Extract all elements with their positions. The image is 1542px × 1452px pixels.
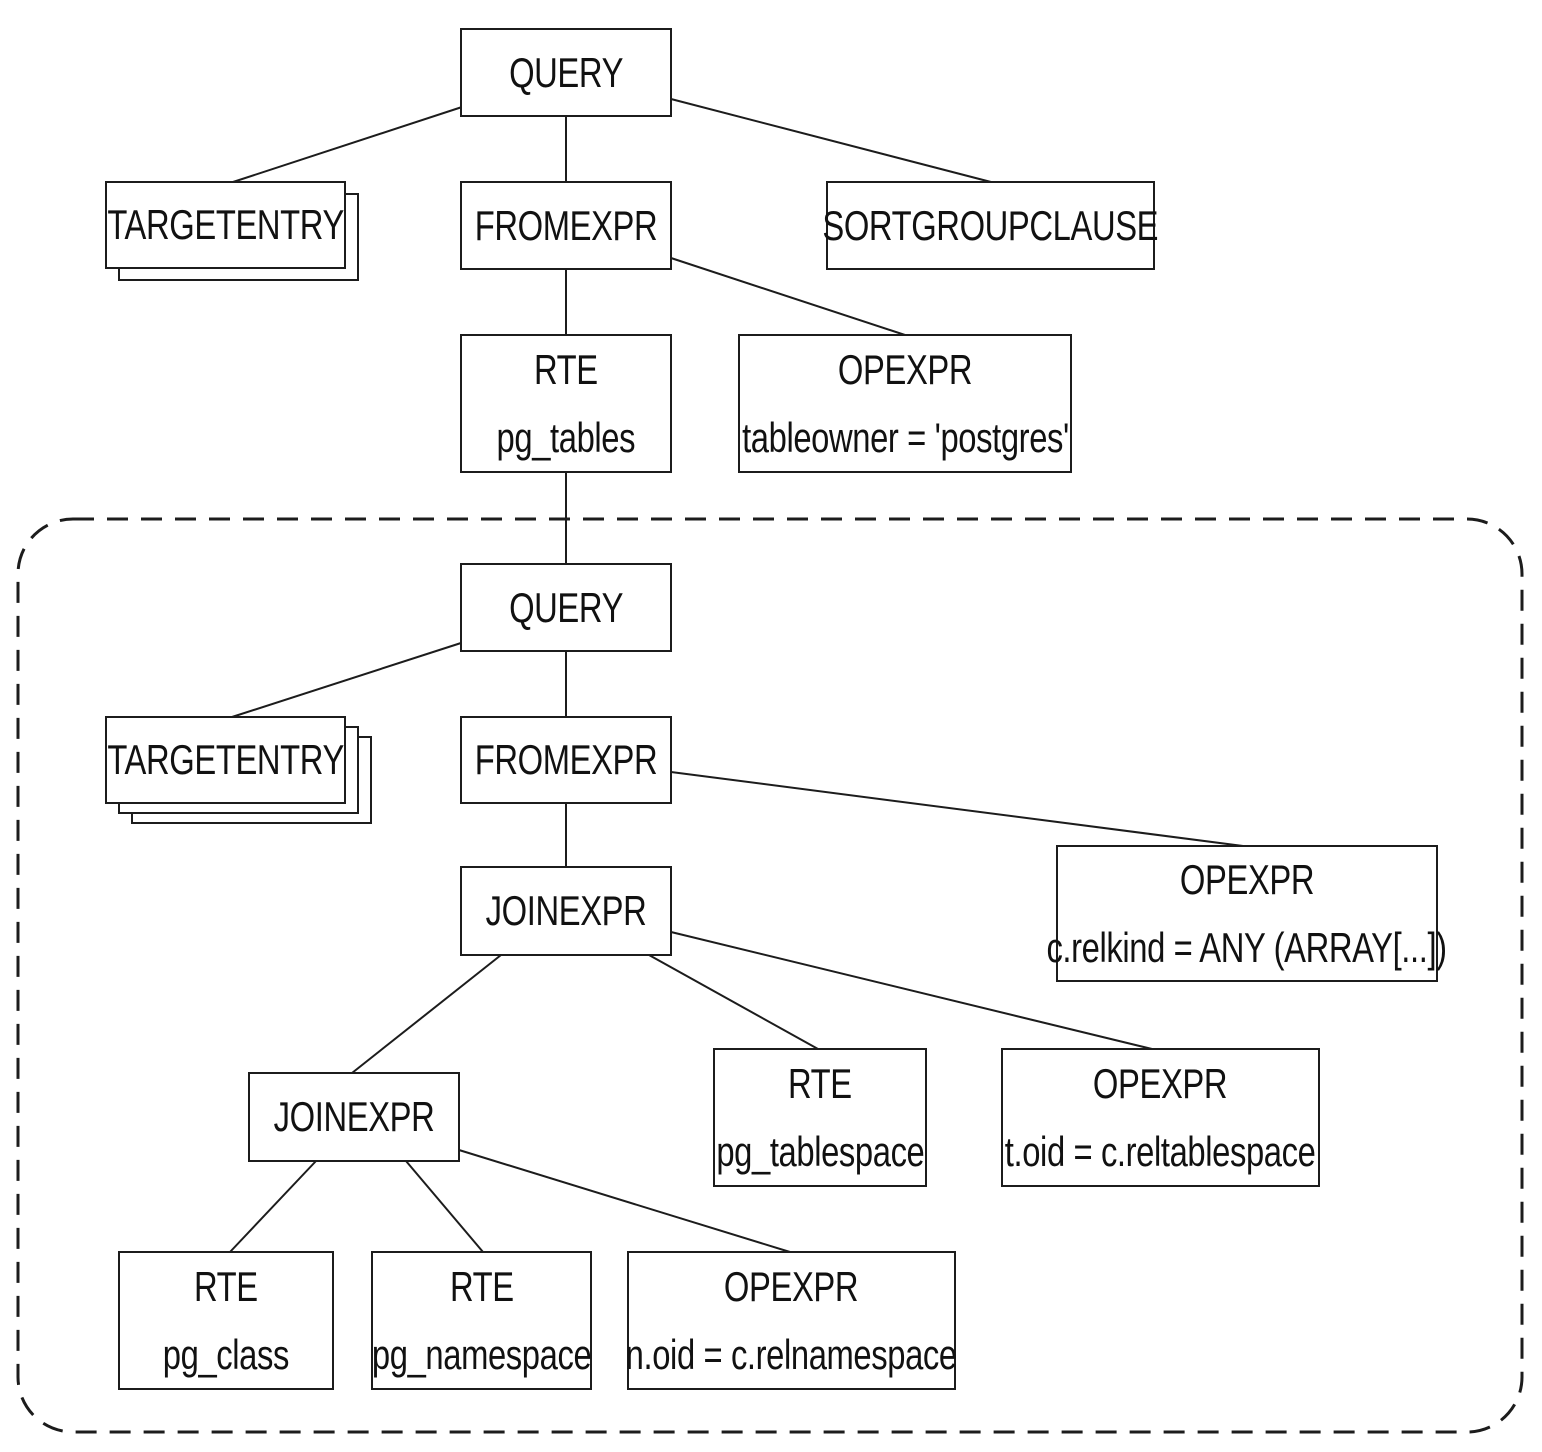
node-fromexpr-inner: FROMEXPR (460, 716, 672, 804)
node-label: RTE (788, 1059, 852, 1107)
edge-joinexpr-opexpr-relnamespace (458, 1149, 791, 1253)
edge-joinexpr-rte-pg-namespace (405, 1160, 484, 1253)
node-query-inner: QUERY (460, 563, 672, 652)
node-joinexpr-outer: JOINEXPR (460, 866, 672, 956)
edge-inner-fromexpr-opexpr-relkind (670, 771, 1244, 847)
node-targetentry-inner: TARGETENTRY (105, 716, 346, 804)
node-opexpr-tableowner: OPEXPR tableowner = 'postgres' (738, 334, 1072, 473)
node-label: TARGETENTRY (107, 201, 344, 248)
edge-joinexpr-opexpr-reltablespace (670, 931, 1153, 1050)
node-query-outer: QUERY (460, 28, 672, 117)
node-label: QUERY (509, 48, 623, 96)
node-sublabel: c.relkind = ANY (ARRAY[...]) (1046, 923, 1448, 971)
edge-group (229, 98, 1244, 1253)
node-opexpr-relkind: OPEXPR c.relkind = ANY (ARRAY[...]) (1047, 845, 1448, 982)
node-label: JOINEXPR (485, 887, 647, 934)
node-rte-pg-namespace: RTE pg_namespace (371, 1251, 592, 1390)
node-joinexpr-inner: JOINEXPR (248, 1072, 460, 1162)
node-opexpr-relnamespace: OPEXPR n.oid = c.relnamespace (625, 1251, 958, 1390)
node-label: OPEXPR (1093, 1059, 1228, 1107)
edge-joinexpr-rte-pg-class (229, 1160, 317, 1253)
edge-joinexpr-rte-pg-tablespace (648, 954, 819, 1050)
node-label: RTE (449, 1262, 514, 1310)
node-sublabel: t.oid = c.reltablespace (1005, 1127, 1316, 1175)
node-opexpr-reltablespace: OPEXPR t.oid = c.reltablespace (1001, 1048, 1320, 1187)
node-targetentry-outer: TARGETENTRY (105, 181, 346, 269)
node-sublabel: pg_tables (496, 413, 636, 461)
node-rte-pg-tables: RTE pg_tables (460, 334, 672, 473)
node-label: JOINEXPR (273, 1093, 435, 1140)
node-rte-pg-class: RTE pg_class (118, 1251, 334, 1390)
node-rte-pg-tablespace: RTE pg_tablespace (713, 1048, 927, 1187)
node-label: FROMEXPR (474, 736, 658, 783)
edge-inner-query-targetentry (231, 642, 462, 718)
node-label: FROMEXPR (474, 201, 658, 249)
subquery-group-border (16, 517, 1524, 1434)
node-fromexpr-outer: FROMEXPR (460, 181, 672, 270)
edge-query-sortgroupclause (670, 98, 992, 183)
node-label: TARGETENTRY (107, 736, 344, 783)
edge-query-targetentry (232, 106, 463, 183)
node-label: OPEXPR (1179, 855, 1315, 903)
node-sublabel: pg_class (162, 1330, 290, 1378)
node-label: RTE (194, 1262, 258, 1310)
node-sortgroupclause: SORTGROUPCLAUSE (823, 181, 1159, 270)
node-sublabel: n.oid = c.relnamespace (625, 1330, 958, 1378)
node-label: RTE (534, 345, 598, 393)
node-label: QUERY (509, 583, 623, 631)
node-label: SORTGROUPCLAUSE (822, 201, 1159, 249)
node-label: OPEXPR (724, 1262, 859, 1310)
node-sublabel: pg_namespace (371, 1330, 592, 1378)
edge-joinexpr-joinexpr (351, 954, 502, 1074)
node-label: OPEXPR (837, 345, 973, 393)
node-sublabel: tableowner = 'postgres' (741, 413, 1069, 461)
node-sublabel: pg_tablespace (715, 1127, 925, 1175)
edge-fromexpr-opexpr-tableowner (670, 257, 906, 336)
